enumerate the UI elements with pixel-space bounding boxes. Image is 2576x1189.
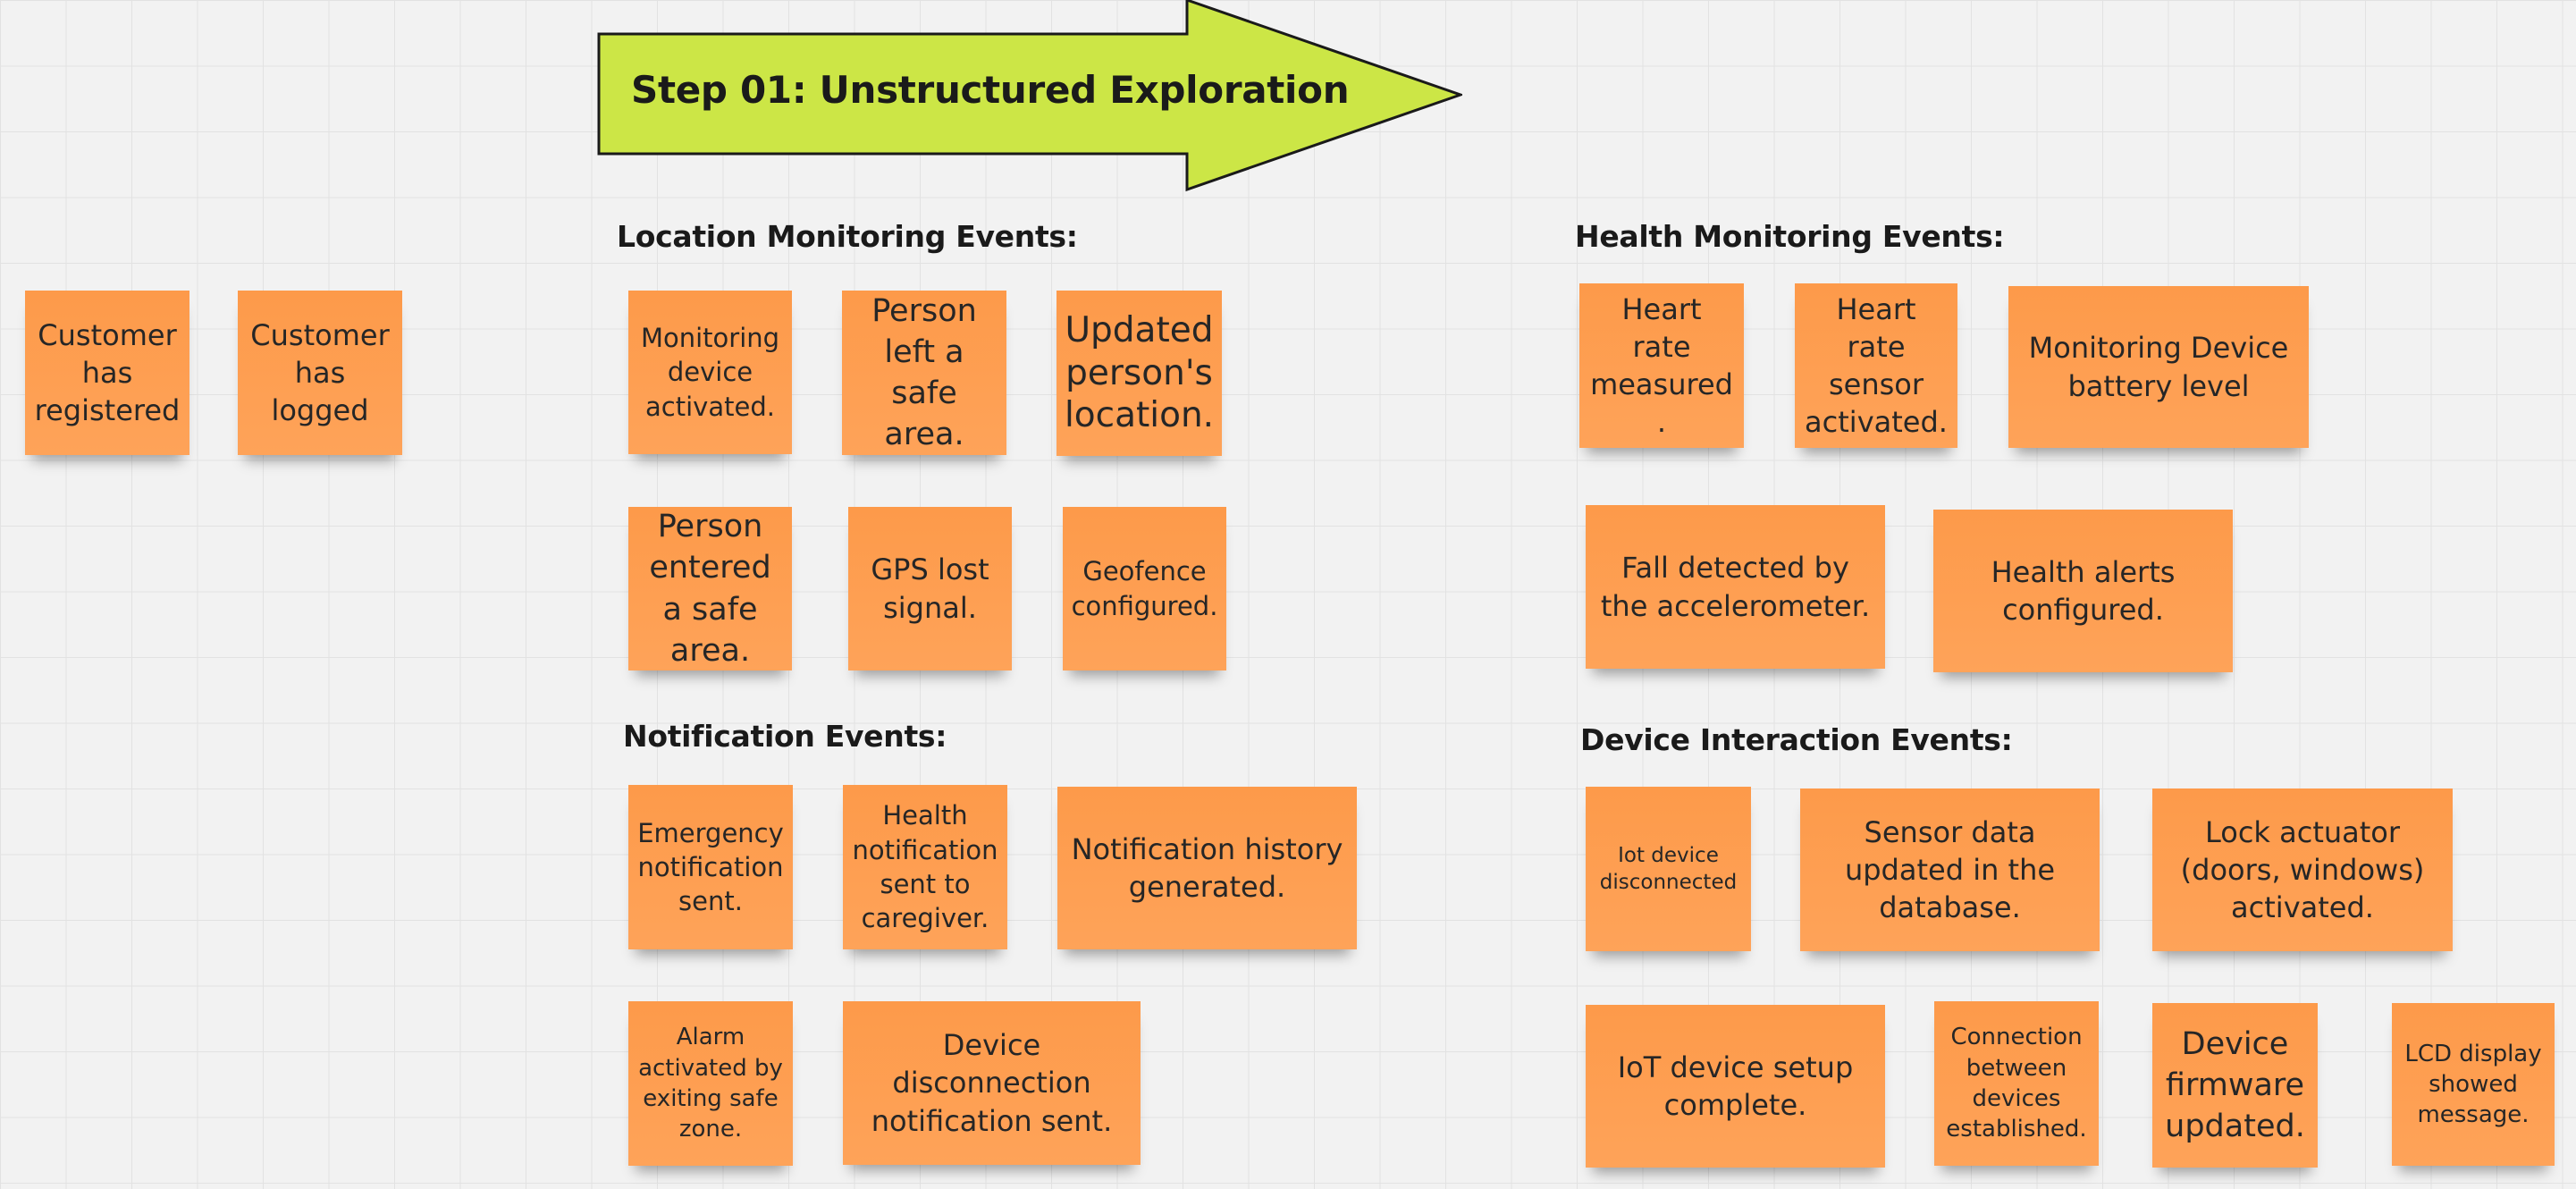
sticky-note[interactable]: Health notification sent to caregiver. bbox=[843, 785, 1007, 949]
sticky-note[interactable]: Notification history generated. bbox=[1057, 787, 1357, 949]
sticky-note[interactable]: Lock actuator (doors, windows) activated… bbox=[2152, 788, 2453, 951]
sticky-note[interactable]: Device disconnection notification sent. bbox=[843, 1001, 1141, 1165]
sticky-note[interactable]: Sensor data updated in the database. bbox=[1800, 788, 2100, 951]
sticky-note[interactable]: Connection between devices established. bbox=[1934, 1001, 2099, 1166]
arrow-shape bbox=[597, 0, 1462, 192]
sticky-note[interactable]: GPS lost signal. bbox=[848, 507, 1012, 670]
health-heading: Health Monitoring Events: bbox=[1575, 219, 2005, 254]
sticky-note[interactable]: Alarm activated by exiting safe zone. bbox=[628, 1001, 793, 1166]
step-arrow[interactable]: Step 01: Unstructured Exploration bbox=[597, 0, 1462, 193]
sticky-note[interactable]: LCD display showed message. bbox=[2392, 1003, 2555, 1166]
sticky-note[interactable]: Customer has logged bbox=[238, 291, 402, 455]
sticky-note[interactable]: Emergency notification sent. bbox=[628, 785, 793, 949]
sticky-note[interactable]: Health alerts configured. bbox=[1933, 510, 2233, 672]
sticky-note[interactable]: Person left a safe area. bbox=[842, 291, 1006, 455]
notification-heading: Notification Events: bbox=[623, 719, 947, 754]
step-title: Step 01: Unstructured Exploration bbox=[631, 68, 1350, 112]
sticky-note[interactable]: Person entered a safe area. bbox=[628, 507, 792, 670]
location-heading: Location Monitoring Events: bbox=[617, 219, 1078, 254]
sticky-note[interactable]: Monitoring Device battery level bbox=[2008, 286, 2309, 448]
sticky-note[interactable]: Heart rate sensor activated. bbox=[1795, 283, 1957, 448]
sticky-note[interactable]: Monitoring device activated. bbox=[628, 291, 792, 454]
device-heading: Device Interaction Events: bbox=[1580, 722, 2013, 757]
sticky-note[interactable]: Heart rate measured . bbox=[1579, 283, 1744, 448]
sticky-note[interactable]: IoT device setup complete. bbox=[1586, 1005, 1885, 1168]
sticky-note[interactable]: Device firmware updated. bbox=[2152, 1003, 2318, 1168]
sticky-note[interactable]: Fall detected by the accelerometer. bbox=[1586, 505, 1885, 669]
sticky-note[interactable]: Geofence configured. bbox=[1063, 507, 1226, 670]
sticky-note[interactable]: Customer has registered bbox=[25, 291, 189, 455]
sticky-note[interactable]: Updated person's location. bbox=[1056, 291, 1222, 456]
sticky-note[interactable]: Iot device disconnected bbox=[1586, 787, 1751, 951]
